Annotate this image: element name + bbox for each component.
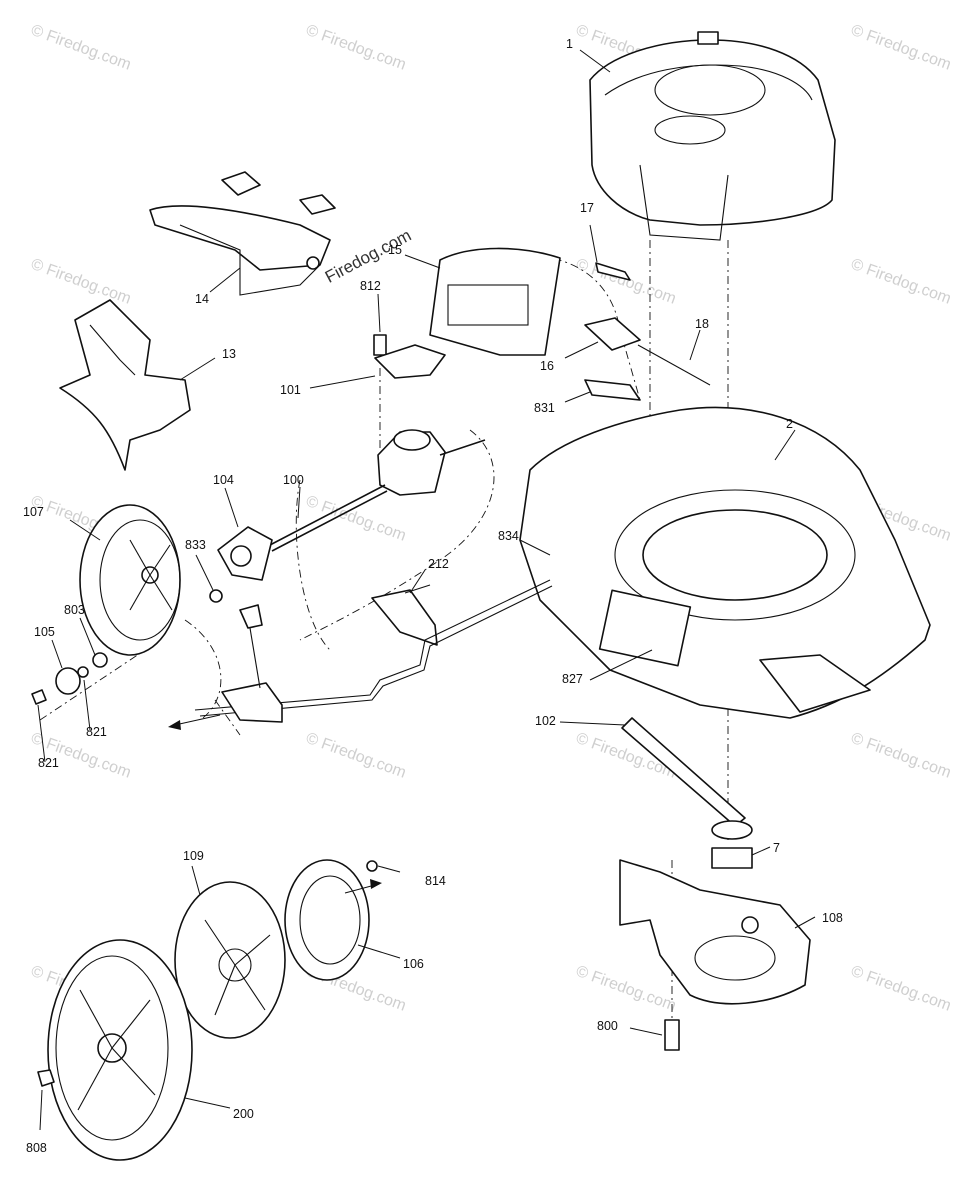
callout-803: 803: [64, 603, 85, 617]
callout-800: 800: [597, 1019, 618, 1033]
watermark-text: © Firedog.com: [29, 256, 134, 308]
hubcap: [174, 881, 286, 1039]
callout-200: 200: [233, 1107, 254, 1121]
callout-831: 831: [534, 401, 555, 415]
callout-106: 106: [403, 957, 424, 971]
callout-13: 13: [222, 347, 236, 361]
callout-2: 2: [786, 417, 793, 431]
leader-lines: [37, 49, 816, 1131]
blade-bolt: [664, 1019, 680, 1051]
callout-17: 17: [580, 201, 594, 215]
callout-808: 808: [26, 1141, 47, 1155]
discharge-door: [149, 171, 336, 296]
transmission: [269, 334, 486, 552]
callout-101: 101: [280, 383, 301, 397]
callout-834: 834: [498, 529, 519, 543]
arrow-head-icon: [168, 720, 181, 730]
callout-18: 18: [695, 317, 709, 331]
callout-212: 212: [428, 557, 449, 571]
height-adjust-bracket: [584, 262, 711, 401]
watermark-text: © Firedog.com: [849, 963, 954, 1015]
arrows: [168, 714, 382, 894]
callout-105: 105: [34, 625, 55, 639]
watermark-text: © Firedog.com: [29, 22, 134, 74]
arrow-head-icon: [370, 879, 382, 889]
watermark-text: © Firedog.com: [304, 730, 409, 782]
callout-102: 102: [535, 714, 556, 728]
wheel-gear: [284, 859, 378, 981]
callout-827: 827: [562, 672, 583, 686]
mower-deck: [519, 406, 931, 719]
callout-7: 7: [773, 841, 780, 855]
watermark-text: © Firedog.com: [574, 963, 679, 1015]
callout-109: 109: [183, 849, 204, 863]
callout-821-upper: 821: [86, 725, 107, 739]
callout-833: 833: [185, 538, 206, 552]
callout-100: 100: [283, 473, 304, 487]
blade-adapter: [711, 820, 753, 869]
shield: [429, 247, 561, 356]
callout-108: 108: [822, 911, 843, 925]
callout-814: 814: [425, 874, 446, 888]
callout-14: 14: [195, 292, 209, 306]
engine: [589, 31, 836, 241]
callout-821-lower: 821: [38, 756, 59, 770]
pinion-gear: [31, 652, 108, 705]
watermark-text: © Firedog.com: [304, 22, 409, 74]
callout-1: 1: [566, 37, 573, 51]
watermark-text: © Firedog.com: [849, 22, 954, 74]
callout-15: 15: [388, 243, 402, 257]
callout-812: 812: [360, 279, 381, 293]
rear-wheel: [37, 939, 193, 1161]
wheel-cover: [79, 504, 181, 656]
control-bracket: [194, 579, 553, 723]
callout-16: 16: [540, 359, 554, 373]
bearing: [209, 526, 273, 603]
callout-107: 107: [23, 505, 44, 519]
watermark-text: © Firedog.com: [574, 256, 679, 308]
watermark-text: © Firedog.com: [849, 730, 954, 782]
blade: [621, 717, 746, 827]
callout-104: 104: [213, 473, 234, 487]
mulch-plug: [59, 299, 191, 471]
baffle: [619, 859, 811, 1005]
watermark-text: © Firedog.com: [849, 256, 954, 308]
